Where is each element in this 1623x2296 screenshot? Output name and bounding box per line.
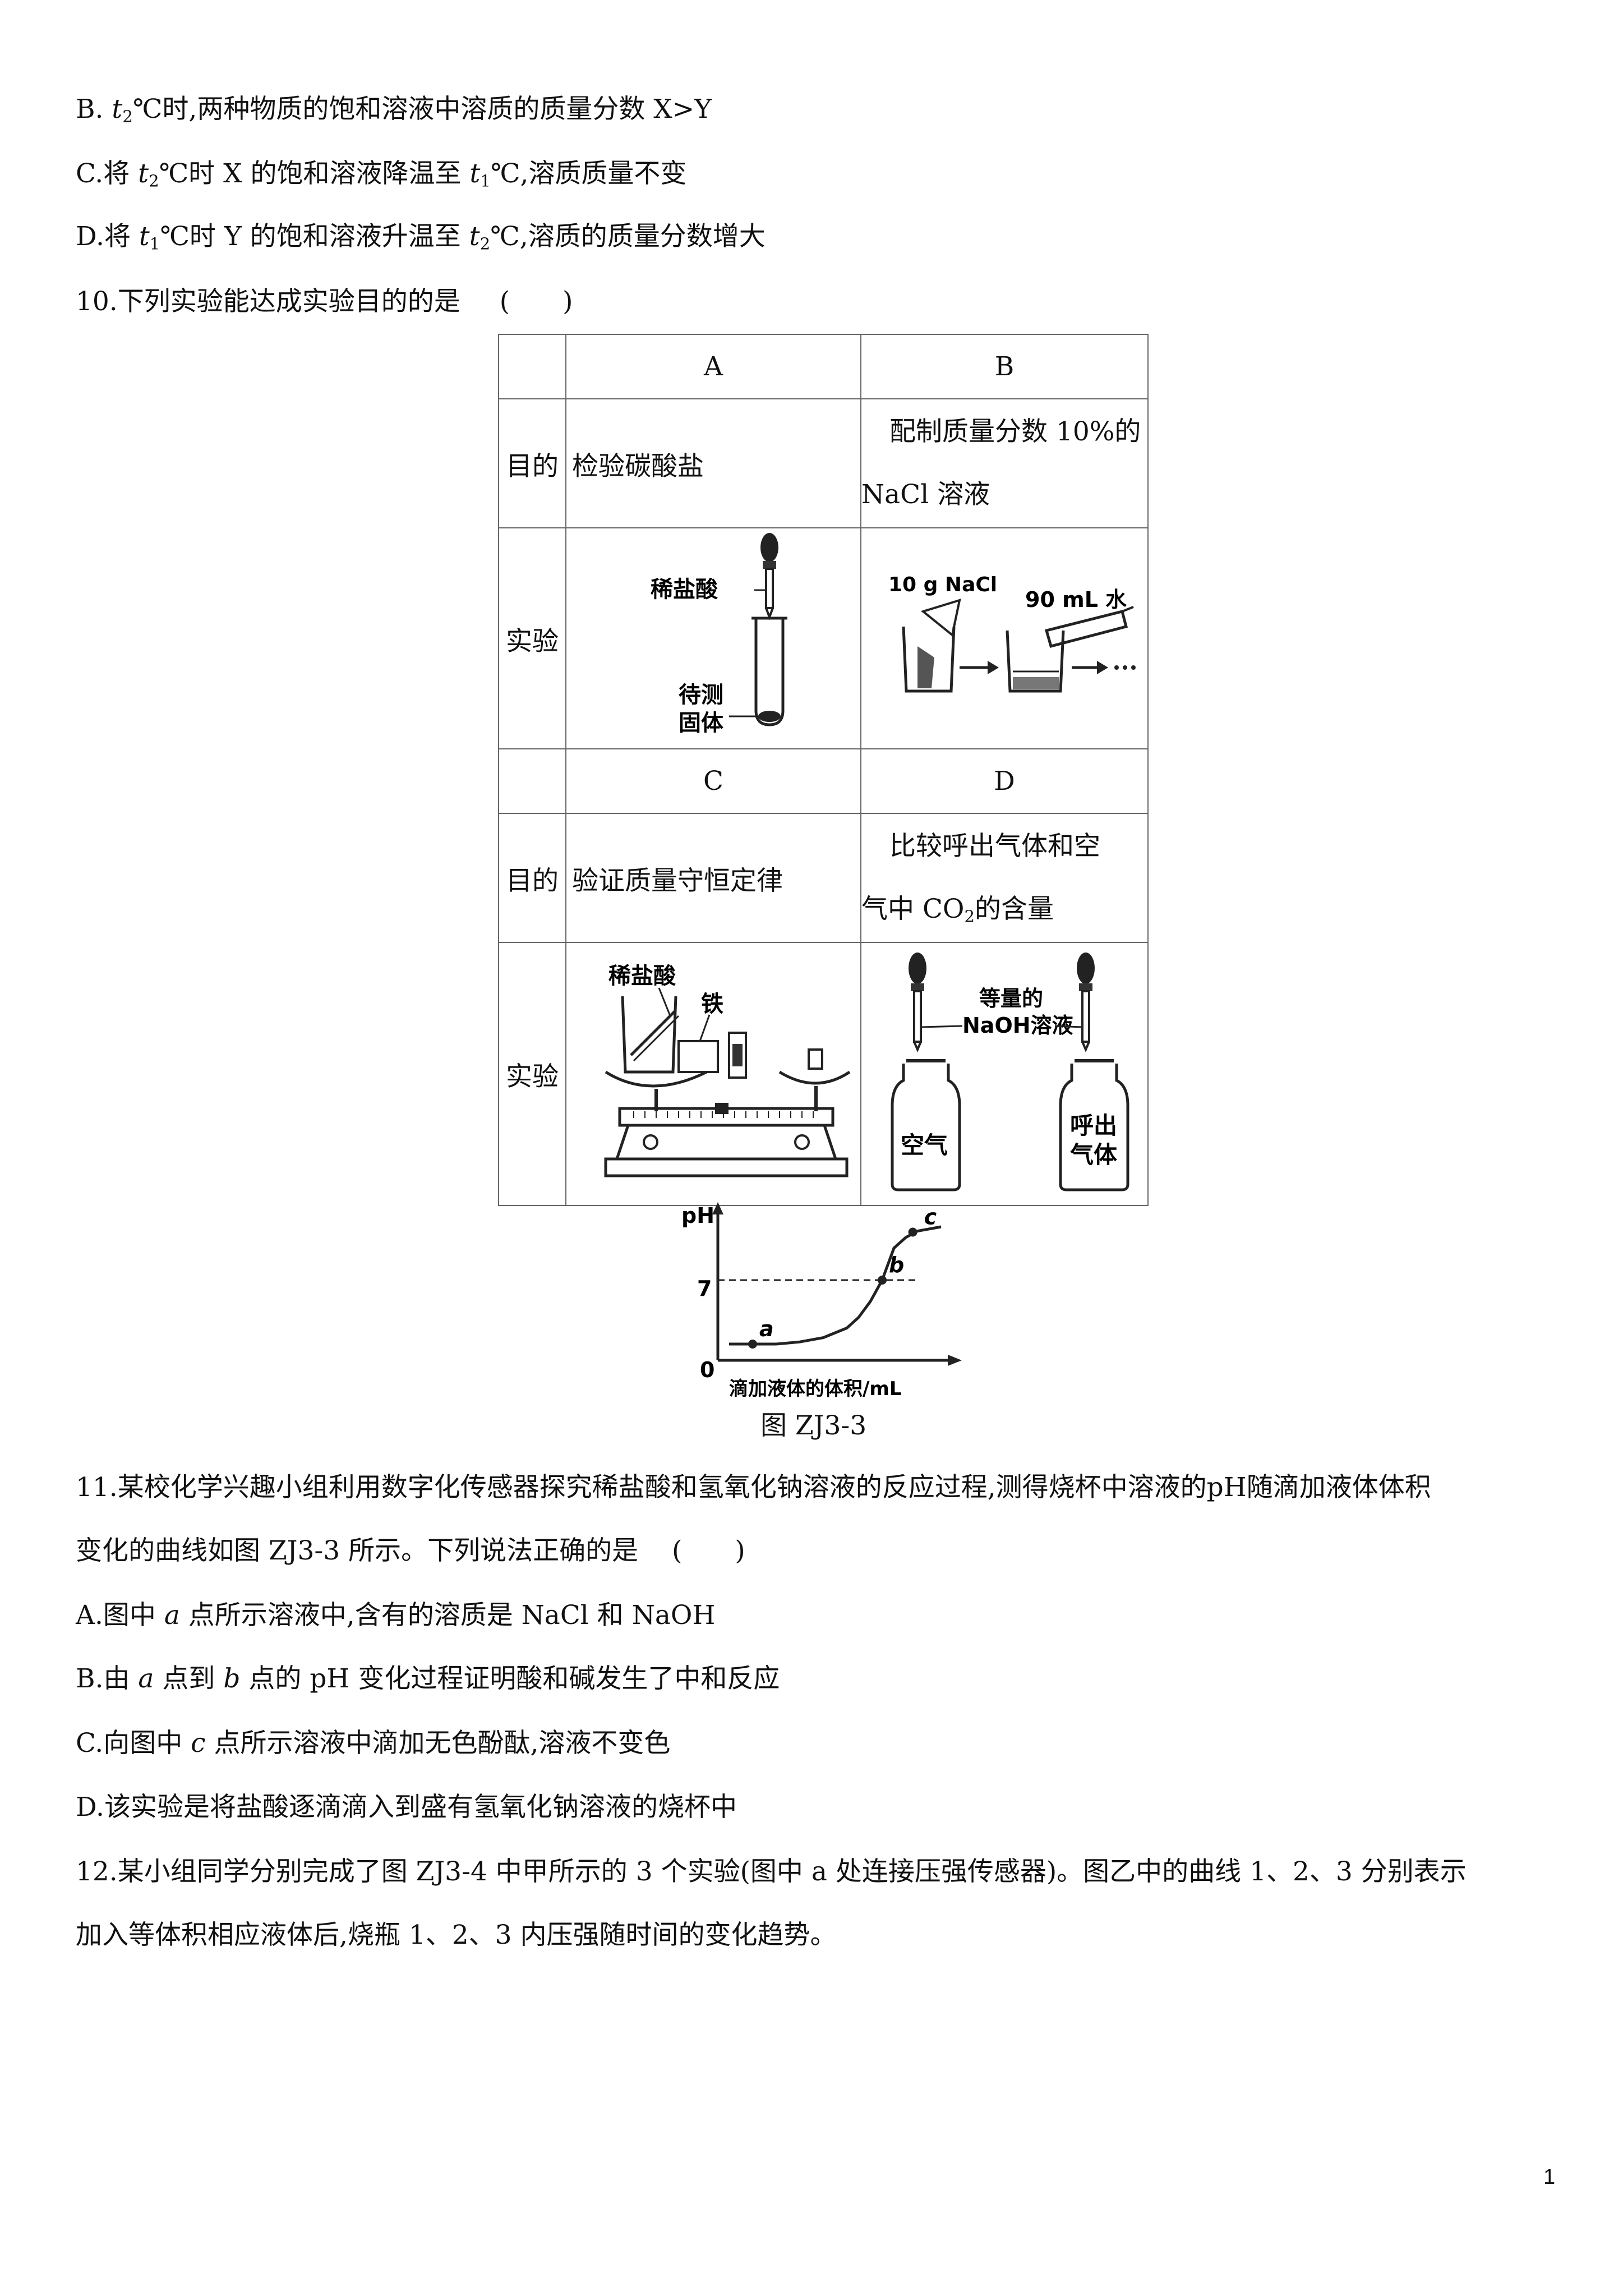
x-axis-arrow — [948, 1355, 962, 1366]
q12-stem-line-2: 加入等体积相应液体后,烧瓶 1、2、3 内压强随时间的变化趋势。 — [76, 1920, 837, 1950]
point-label-a: a — [759, 1317, 774, 1341]
y-axis-arrow — [712, 1202, 723, 1214]
c-iron-label: 铁 — [701, 991, 723, 1017]
row-label-purpose-2: 目的 — [498, 813, 566, 943]
d-purpose: 比较呼出气体和空 气中 CO2的含量 — [860, 813, 1149, 943]
header-b: B — [860, 334, 1149, 399]
header-d: D — [860, 748, 1149, 814]
b-solution-prep-figure: 10 g NaCl 90 mL 水 — [888, 573, 1136, 693]
row-label-experiment: 实验 — [498, 527, 566, 749]
table-corner-cell — [498, 334, 566, 399]
d-purpose-line-2: 气中 CO2的含量 — [861, 894, 1054, 926]
point-c — [908, 1227, 917, 1237]
chart-origin: 0 — [700, 1358, 714, 1382]
figure-caption: 图 ZJ3-3 — [760, 1410, 867, 1441]
ph-curve-chart: pH 0 滴加液体的体积/mL 7 a bc — [681, 1202, 962, 1400]
point-a — [748, 1340, 757, 1349]
b-purpose-line-2: NaCl 溶液 — [861, 479, 990, 510]
point-b — [878, 1276, 887, 1285]
d-label-2: NaOH溶液 — [962, 1013, 1073, 1038]
page-number: 1 — [1543, 2165, 1556, 2189]
q9-option-d: D.将 t1℃时 Y 的饱和溶液升温至 t2℃,溶质的质量分数增大 — [76, 221, 766, 254]
chart-ylabel: pH — [681, 1203, 714, 1228]
row-label-purpose: 目的 — [498, 398, 566, 528]
q10-experiment-table: A B 目的 检验碳酸盐 配制质量分数 10%的 NaCl 溶液 实验 稀盐酸 — [498, 334, 1149, 1206]
c-acid-label: 稀盐酸 — [608, 963, 676, 989]
b-experiment: 10 g NaCl 90 mL 水 — [860, 527, 1149, 749]
d-label-1: 等量的 — [979, 986, 1043, 1011]
ph-curve-series — [729, 1225, 942, 1346]
d-purpose-line-1: 比较呼出气体和空 — [889, 831, 1100, 862]
q11-stem-line-2: 变化的曲线如图 ZJ3-3 所示。下列说法正确的是( ) — [76, 1535, 745, 1566]
c-balance-figure: 稀盐酸 铁 — [604, 963, 851, 1177]
labeled-points: a bc — [748, 1205, 937, 1349]
a-experiment: 稀盐酸 待测 固体 — [565, 527, 861, 749]
b-salt-label: 10 g NaCl — [888, 573, 997, 596]
q12-stem-line-1: 12.某小组同学分别完成了图 ZJ3-4 中甲所示的 3 个实验(图中 a 处连… — [76, 1856, 1467, 1887]
q9-option-c: C.将 t2℃时 X 的饱和溶液降温至 t1℃,溶质质量不变 — [76, 158, 687, 191]
point-label-c: c — [924, 1205, 937, 1230]
q11-stem-line-1: 11.某校化学兴趣小组利用数字化传感器探究稀盐酸和氢氧化钠溶液的反应过程,测得烧… — [76, 1472, 1431, 1503]
c-experiment: 稀盐酸 铁 — [565, 942, 861, 1206]
d-air-label: 空气 — [901, 1131, 948, 1159]
d-experiment: 等量的 NaOH溶液 空气 呼出 气体 — [860, 942, 1149, 1206]
a-purpose: 检验碳酸盐 — [565, 398, 861, 528]
b-purpose: 配制质量分数 10%的 NaCl 溶液 — [860, 398, 1149, 528]
q9-option-b: B. t2℃时,两种物质的饱和溶液中溶质的质量分数 X>Y — [76, 94, 712, 126]
header-c: C — [565, 748, 861, 814]
q11-option-b: B.由 a 点到 b 点的 pH 变化过程证明酸和碱发生了中和反应 — [76, 1663, 780, 1694]
q11-option-a: A.图中 a 点所示溶液中,含有的溶质是 NaCl 和 NaOH — [76, 1600, 716, 1631]
chart-xlabel: 滴加液体的体积/mL — [729, 1378, 902, 1400]
q10-stem: 10.下列实验能达成实验目的的是( ) — [76, 286, 573, 317]
c-purpose: 验证质量守恒定律 — [565, 813, 861, 943]
a-solid-label-1: 待测 — [679, 682, 723, 708]
table-corner-cell-2 — [498, 748, 566, 814]
chart-ref-label: 7 — [697, 1276, 712, 1301]
a-acid-label: 稀盐酸 — [651, 577, 718, 602]
q11-option-d: D.该实验是将盐酸逐滴滴入到盛有氢氧化钠溶液的烧杯中 — [76, 1792, 737, 1823]
header-a: A — [565, 334, 861, 399]
a-test-tube-figure: 稀盐酸 待测 固体 — [651, 533, 787, 736]
row-label-experiment-2: 实验 — [498, 942, 566, 1206]
d-bottles-figure: 等量的 NaOH溶液 空气 呼出 气体 — [891, 953, 1129, 1191]
point-label-b: b — [889, 1253, 904, 1277]
d-breath-label-1: 呼出 — [1070, 1112, 1117, 1139]
d-breath-label-2: 气体 — [1070, 1141, 1117, 1168]
q11-option-c: C.向图中 c 点所示溶液中滴加无色酚酞,溶液不变色 — [76, 1728, 671, 1759]
b-purpose-line-1: 配制质量分数 10%的 — [889, 416, 1141, 447]
b-water-label: 90 mL 水 — [1025, 587, 1127, 612]
a-solid-label-2: 固体 — [679, 710, 723, 736]
